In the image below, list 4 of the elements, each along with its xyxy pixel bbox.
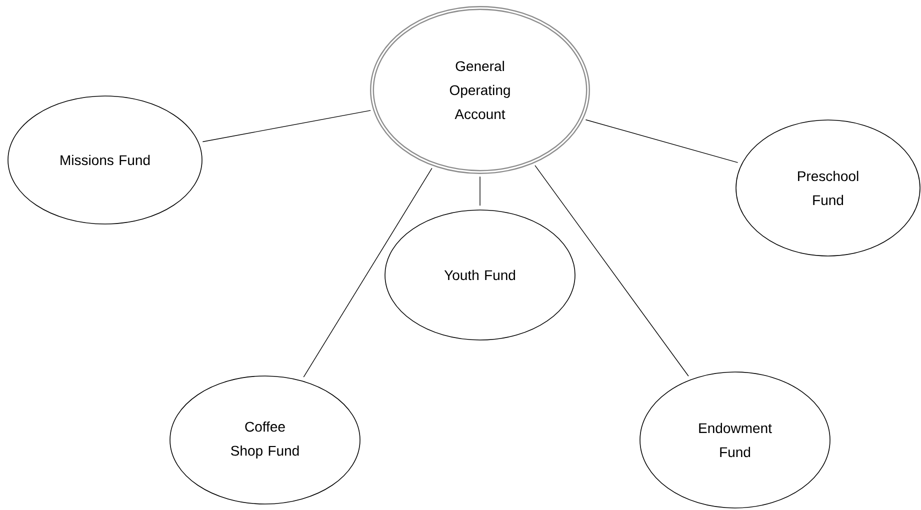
connector-line [202, 110, 371, 142]
connector-line [303, 168, 432, 378]
connector-line [585, 119, 738, 163]
connector-line [534, 165, 689, 376]
